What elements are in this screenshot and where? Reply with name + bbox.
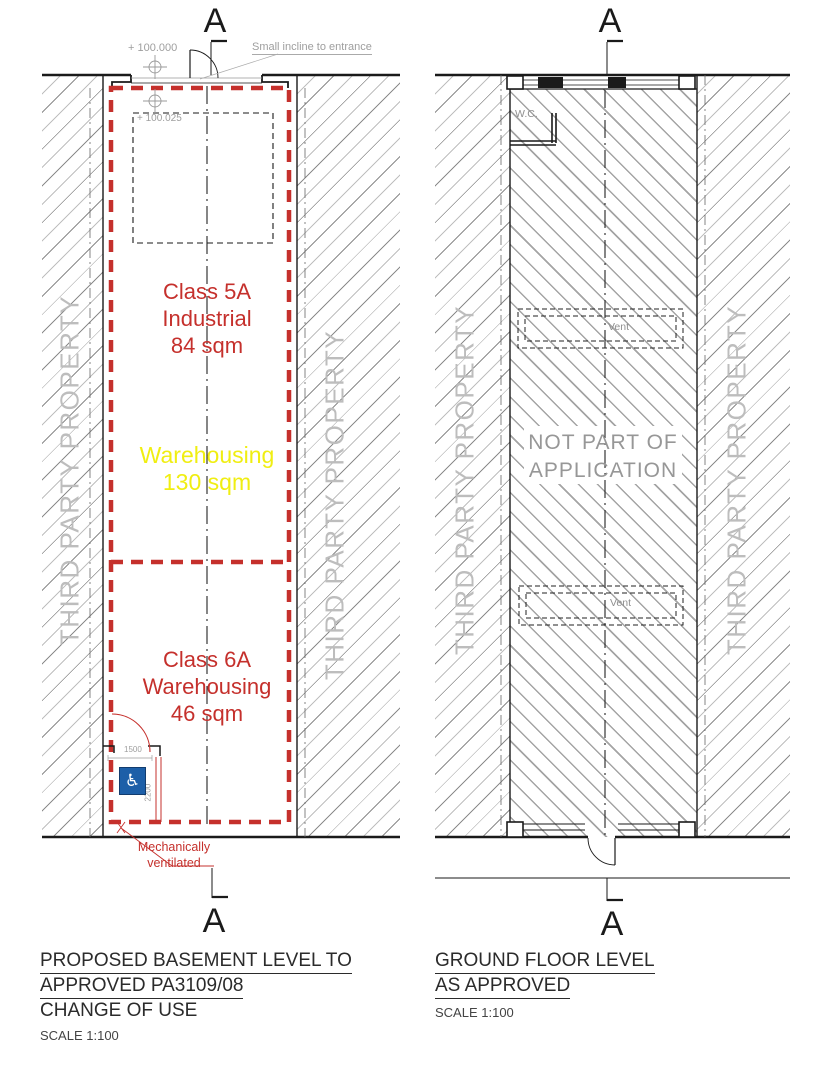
class6a-line1: Class 6A [162,647,252,672]
third-party-label-right-1: THIRD PARTY PROPERTY [449,304,480,656]
right-section-marks [606,39,623,902]
right-plan-right-hatch [697,75,790,837]
right-title-scale: SCALE 1:100 [435,1005,514,1020]
wc-room-walls [510,113,557,146]
level-marker-floor: + 100.025 [137,113,182,124]
third-party-label-left-2: THIRD PARTY PROPERTY [319,329,350,681]
door-dimension-line [107,755,153,761]
right-bottom-wall [506,821,696,866]
class5a-line3: 84 sqm [170,333,244,358]
class6a-line3: 46 sqm [170,701,244,726]
warehousing-area-label: Warehousing 130 sqm [122,442,292,496]
right-plan-left-hatch [435,75,510,837]
left-plan-left-hatch [42,75,103,837]
warehousing-line1: Warehousing [139,442,275,468]
level-marker-entrance: + 100.000 [128,42,178,54]
right-title-line1: GROUND FLOOR LEVEL [435,949,655,974]
wheelchair-glyph: ♿ [124,771,141,791]
incline-leader-line [199,53,279,80]
left-title-line1: PROPOSED BASEMENT LEVEL TO [40,949,352,974]
right-boundary-dashdot-lines [500,75,706,837]
class5a-line2: Industrial [162,306,252,331]
left-ground-lines [42,73,400,839]
basement-door-swing-arc [111,713,151,753]
right-title-line2: AS APPROVED [435,974,571,999]
mech-vent-note-line1: Mechanically [137,840,211,854]
not-part-line1: NOT PART OF [528,431,678,454]
vent-label-1: Vent [608,321,630,333]
left-plan-title: PROPOSED BASEMENT LEVEL TO APPROVED PA31… [40,949,352,1047]
upper-dashed-zone [132,112,274,244]
class6a-line2: Warehousing [142,674,272,699]
third-party-label-left-1: THIRD PARTY PROPERTY [54,294,85,646]
left-section-marks [210,39,228,899]
left-boundary-dashdot-lines [89,88,306,837]
incline-note: Small incline to entrance [252,41,372,55]
left-title-line3: CHANGE OF USE [40,1000,198,1021]
third-party-label-right-2: THIRD PARTY PROPERTY [721,304,752,656]
door-width-dimension: 1500 [124,745,142,754]
mech-vent-leader-lines [116,821,214,867]
warehousing-line2: 130 sqm [162,469,252,495]
section-marker-a-bottom-left: A [202,902,226,940]
entrance-door-swing-arc [189,49,219,79]
not-part-of-application-label: NOT PART OF APPLICATION [524,429,682,485]
right-ground-lines [435,73,790,879]
wc-room-label: W.C. [515,108,538,120]
left-plan-right-hatch [297,75,400,837]
basement-door-area [103,713,162,822]
wheelchair-access-icon: ♿ [119,767,146,795]
right-top-wall [506,75,697,90]
vent-boxes [517,308,684,626]
level-crosshair-icons [143,55,167,113]
left-title-line2: APPROVED PA3109/08 [40,974,244,999]
class5a-area-label: Class 5A Industrial 84 sqm [127,278,287,359]
section-marker-a-top-left: A [203,2,227,40]
class6a-area-label: Class 6A Warehousing 46 sqm [127,646,287,727]
not-part-line2: APPLICATION [528,459,678,482]
mech-vent-note-line2: ventilated [147,856,201,870]
section-marker-a-top-right: A [598,2,622,40]
class5a-line1: Class 5A [162,279,252,304]
vent-label-2: Vent [610,597,632,609]
left-title-scale: SCALE 1:100 [40,1028,119,1043]
ground-door-swing-arc [587,837,616,866]
right-plan-title: GROUND FLOOR LEVEL AS APPROVED SCALE 1:1… [435,949,655,1024]
change-of-use-red-boundary [108,85,292,825]
left-entrance [111,49,289,88]
section-marker-a-bottom-right: A [600,905,624,943]
not-part-mask-box [524,426,682,484]
